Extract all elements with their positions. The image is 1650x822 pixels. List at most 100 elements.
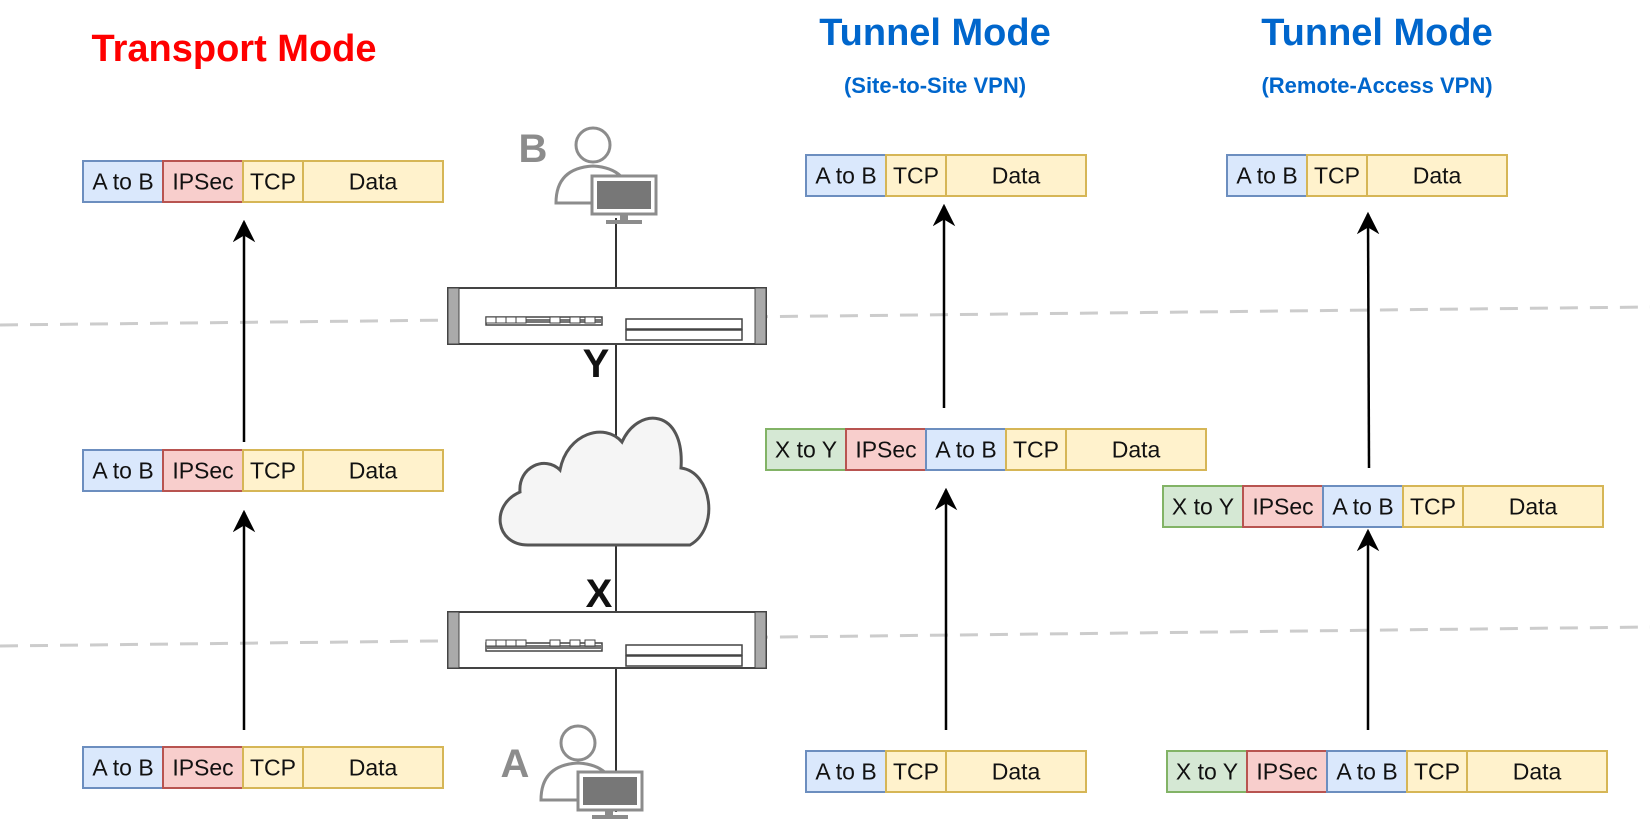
packet-field-xy: X to Y [1162,485,1244,528]
packet-field-box [945,154,1087,197]
packet-field-box [1226,154,1308,197]
packet-field-label: TCP [250,458,296,484]
packet-field-label: IPSec [1252,494,1313,520]
packet-field-label: TCP [250,169,296,195]
packet-field-label: Data [349,169,398,195]
tunnel-remote-packet-top: A to B TCP Data [1226,154,1508,197]
packet-field-box [1065,428,1207,471]
packet-field-box [1242,485,1324,528]
router-x-icon [447,611,767,669]
packet-field-label: Data [992,759,1041,785]
packet-field-label: Data [1509,494,1558,520]
packet-field-box [242,160,304,203]
packet-field-box [1366,154,1508,197]
tunnel-mode-site-subtitle: (Site-to-Site VPN) [844,73,1026,98]
packet-field-label: IPSec [1256,759,1317,785]
packet-field-label: A to B [92,458,153,484]
packet-field-label: IPSec [172,755,233,781]
packet-field-box [1402,485,1464,528]
packet-field-box [885,750,947,793]
packet-field-box [302,449,444,492]
packet-field-label: TCP [893,759,939,785]
packet-field-box [945,750,1087,793]
packet-field-data: Data [1462,485,1604,528]
packet-field-label: IPSec [172,458,233,484]
packet-field-tcp: TCP [1406,750,1468,793]
packet-field-ipsec: IPSec [1246,750,1328,793]
tunnel-mode-site-title: Tunnel Mode [819,12,1051,54]
packet-field-label: TCP [1314,163,1360,189]
packet-field-ab: A to B [925,428,1007,471]
host-a-label: A [501,742,530,786]
packet-field-box [1466,750,1608,793]
packet-field-ipsec: IPSec [162,449,244,492]
boundary-line-upper [0,305,1650,327]
packet-field-label: Data [349,458,398,484]
packet-field-label: A to B [1236,163,1297,189]
packet-field-label: TCP [250,755,296,781]
packet-field-label: TCP [1410,494,1456,520]
packet-field-ab: A to B [805,750,887,793]
packet-field-data: Data [945,154,1087,197]
packet-field-data: Data [302,449,444,492]
packet-field-data: Data [945,750,1087,793]
router-y-label: Y [583,342,610,386]
packet-field-ab: A to B [82,449,164,492]
transport-packet-middle: A to B IPSec TCP Data [82,449,444,492]
packet-field-tcp: TCP [242,160,304,203]
packet-field-label: TCP [893,163,939,189]
packet-field-label: IPSec [172,169,233,195]
router-y-icon [447,287,767,345]
packet-field-box [162,160,244,203]
transport-mode-title: Transport Mode [91,28,376,70]
packet-field-box [1162,485,1244,528]
packet-field-box [162,449,244,492]
packet-field-tcp: TCP [1306,154,1368,197]
packet-field-label: A to B [92,755,153,781]
packet-field-data: Data [1366,154,1508,197]
packet-field-label: A to B [1336,759,1397,785]
packet-field-ab: A to B [1322,485,1404,528]
router-x-label: X [586,572,613,616]
packet-field-label: TCP [1013,437,1059,463]
packet-field-ab: A to B [82,160,164,203]
packet-field-box [925,428,1007,471]
packet-field-box [1246,750,1328,793]
packet-field-ipsec: IPSec [162,160,244,203]
packet-field-tcp: TCP [242,746,304,789]
packet-field-label: A to B [815,163,876,189]
packet-field-box [1005,428,1067,471]
packet-field-box [82,160,164,203]
packet-field-ipsec: IPSec [162,746,244,789]
host-a-computer-icon [539,724,644,819]
packet-field-box [242,449,304,492]
host-b-computer-icon [554,126,658,224]
packet-field-box [302,746,444,789]
packet-field-label: Data [349,755,398,781]
packet-field-label: Data [992,163,1041,189]
packet-field-box [1406,750,1468,793]
packet-field-ab: A to B [1326,750,1408,793]
transport-packet-top: A to B IPSec TCP Data [82,160,444,203]
tunnel-mode-remote-title: Tunnel Mode [1261,12,1493,54]
packet-field-label: X to Y [775,437,837,463]
tunnel-site-packet-top: A to B TCP Data [805,154,1087,197]
host-b-label: B [519,127,548,171]
packet-field-label: A to B [92,169,153,195]
packet-field-xy: X to Y [765,428,847,471]
packet-field-data: Data [1466,750,1608,793]
packet-field-box [1306,154,1368,197]
packet-field-box [805,750,887,793]
packet-field-label: X to Y [1176,759,1238,785]
packet-field-box [302,160,444,203]
packet-field-box [82,449,164,492]
internet-cloud-icon [498,416,711,547]
tunnel-mode-remote-subtitle: (Remote-Access VPN) [1261,73,1492,98]
packet-field-xy: X to Y [1166,750,1248,793]
packet-field-label: Data [1413,163,1462,189]
transport-packet-bottom: A to B IPSec TCP Data [82,746,444,789]
